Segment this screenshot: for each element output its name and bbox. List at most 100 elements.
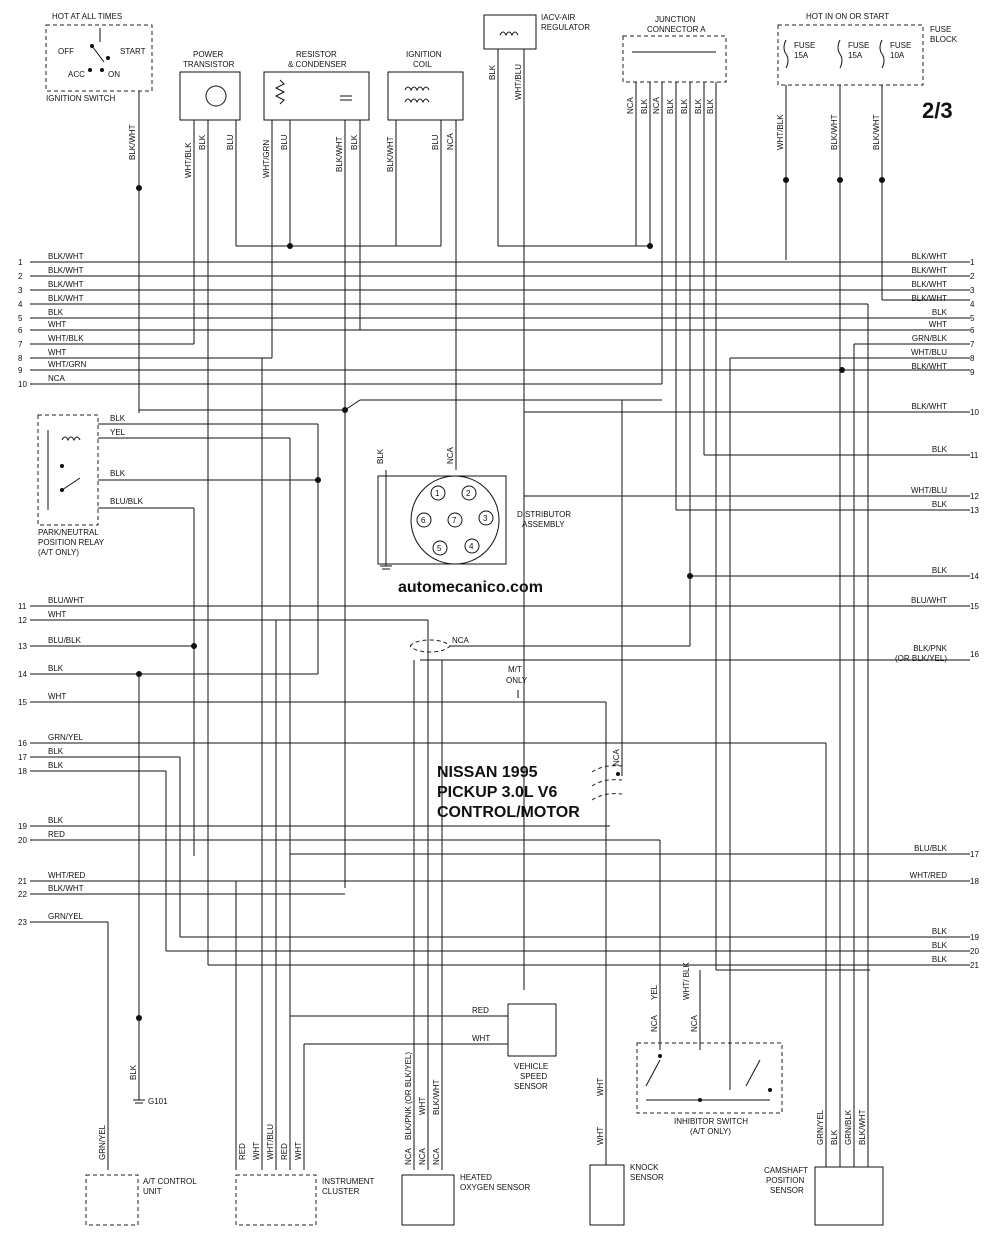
heated-oxygen-sensor-box [401,1174,455,1226]
coil-winding [404,86,430,92]
vertical-wire-label: RED [238,1143,247,1160]
vertical-wire-label: NCA [446,132,455,150]
camshaft-label: CAMSHAFT [764,1166,808,1175]
left-wire-number: 22 [18,890,27,899]
vertical-wire-label: NCA [626,96,635,114]
distributor-pin-label: 5 [437,544,442,553]
right-wire-color: BLK [932,927,948,936]
camshaft-sensor-box [814,1166,884,1226]
distributor-pin-label: 3 [483,514,488,523]
vertical-wire-label: BLK/WHT [872,114,881,150]
right-wire-color: GRN/BLK [912,334,948,343]
vertical-wire-label: BLU [280,134,289,150]
vertical-wire-label: BLK/WHT [128,124,137,160]
relay-coil [61,436,81,442]
distributor-pin [430,485,446,501]
splice [616,772,620,776]
left-wire-color: BLK/WHT [48,252,84,261]
right-wire-color: WHT/BLU [911,486,947,495]
left-wire-color: BLU/WHT [48,596,84,605]
vertical-wire-label: NCA [418,1147,427,1165]
inhibitor-arm [745,1059,761,1087]
left-wire-color: WHT [48,610,66,619]
left-wire-color: BLK/WHT [48,294,84,303]
camshaft-label: POSITION [766,1176,804,1185]
right-wire-color: BLK/WHT [911,362,947,371]
inhibitor-label: INHIBITOR SWITCH [674,1117,748,1126]
left-wire-number: 12 [18,616,27,625]
vertical-wire-label: NCA [432,1147,441,1165]
right-wire-color: BLK [932,566,948,575]
right-wire-color: WHT/RED [910,871,948,880]
ignition-switch-label: IGNITION SWITCH [46,94,116,103]
shield-symbol [591,765,623,801]
ign-pos-start: START [120,47,146,56]
oxygen-label: HEATED [460,1173,492,1182]
vertical-wire-label: BLK/WHT [335,136,344,172]
knock-label: SENSOR [630,1173,664,1182]
iacv-label: REGULATOR [541,23,590,32]
power-transistor-box [179,71,241,121]
relay-wire-label: BLK [110,469,126,478]
relay-contact [60,464,64,468]
iacv-box [483,14,537,50]
left-wire-number: 8 [18,354,23,363]
vertical-wire-label: WHT [418,1097,427,1115]
knock-label: KNOCK [630,1163,659,1172]
right-wire-color: BLK/WHT [911,402,947,411]
splice [136,185,142,191]
fuse-3-symbol [879,39,885,69]
power-transistor-label: POWER [193,50,223,59]
inhibitor-contact [768,1088,772,1092]
vss-wire-label: WHT [472,1034,490,1043]
park-neutral-relay-box [37,414,99,526]
right-wire-number: 10 [970,408,979,417]
right-wire-color: BLK [932,941,948,950]
left-wire-color: WHT/BLK [48,334,84,343]
fuse-block-label: BLOCK [930,35,958,44]
left-bus [30,261,970,923]
title-line: CONTROL/MOTOR [437,804,580,821]
junction-label: JUNCTION [655,15,696,24]
inhibitor-contact [658,1054,662,1058]
vertical-wire-label: BLK [488,64,497,80]
left-wire-color: WHT [48,692,66,701]
fuse-2-rating: 15A [848,51,863,60]
knock-sensor-box [589,1164,625,1226]
resistor-label: & CONDENSER [288,60,347,69]
left-wire-number: 10 [18,380,27,389]
right-wire-color: BLU/WHT [911,596,947,605]
vertical-wire-label: WHT/BLU [514,64,523,100]
at-control-label: A/T CONTROL [143,1177,197,1186]
left-wire-number: 17 [18,753,27,762]
right-wire-number: 6 [970,326,975,335]
right-wire-color: BLK [932,308,948,317]
left-wire-color: WHT [48,348,66,357]
left-wire-number: 3 [18,286,23,295]
fuse-1-rating: 15A [794,51,809,60]
vertical-wire-label: GRN/YEL [98,1124,107,1160]
distributor-pin-label: 4 [469,542,474,551]
vertical-wire-label: NCA [650,1014,659,1032]
vertical-wire-label: BLK [694,98,703,114]
fuse-3-label: FUSE [890,41,911,50]
resistor-condenser-box [263,71,370,121]
fuse-block-label: FUSE [930,25,951,34]
vertical-wire-label: BLK [680,98,689,114]
right-wire-number: 4 [970,300,975,309]
shield-symbol [409,639,451,653]
distributor-pin [464,538,480,554]
vertical-wire-label: BLU [226,134,235,150]
vertical-wire-label: GRN/BLK [844,1109,853,1145]
left-wire-color: BLK [48,761,64,770]
camshaft-label: SENSOR [770,1186,804,1195]
left-wire-color: BLK [48,747,64,756]
left-wire-color: BLK/WHT [48,266,84,275]
distributor-pin [432,540,448,556]
right-wire-color: (OR BLK/YEL) [895,654,947,663]
fuse-header: HOT IN ON OR START [806,12,889,21]
fuse-2-label: FUSE [848,41,869,50]
ign-pos-on: ON [108,70,120,79]
left-wire-color: WHT [48,320,66,329]
left-wire-number: 21 [18,877,27,886]
